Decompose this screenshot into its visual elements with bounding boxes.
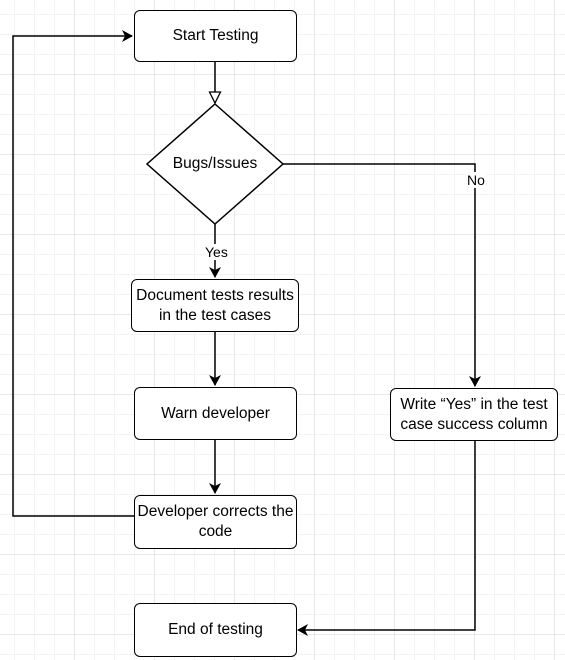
edge-label-yes: Yes xyxy=(204,244,229,260)
node-developer-corrects-label: Developer corrects the code xyxy=(137,503,294,540)
node-end-testing-label: End of testing xyxy=(168,621,263,638)
edge-corrects-to-start-loop xyxy=(12,30,134,517)
node-start-testing-label: Start Testing xyxy=(172,27,259,44)
node-document-results[interactable]: Document tests results in the test cases xyxy=(131,279,299,332)
edge-label-no: No xyxy=(466,172,486,188)
node-write-yes[interactable]: Write “Yes” in the test case success col… xyxy=(390,388,558,441)
node-end-testing[interactable]: End of testing xyxy=(134,603,297,657)
node-write-yes-label: Write “Yes” in the test case success col… xyxy=(400,395,548,433)
edge-write-yes-to-end xyxy=(297,441,476,636)
edge-decision-to-write-yes xyxy=(283,163,481,387)
node-warn-developer-label: Warn developer xyxy=(161,404,270,422)
node-bugs-issues-label: Bugs/Issues xyxy=(172,155,258,172)
node-start-testing[interactable]: Start Testing xyxy=(134,10,297,62)
node-developer-corrects[interactable]: Developer corrects the code xyxy=(134,495,297,549)
node-document-results-label: Document tests results in the test cases xyxy=(136,286,294,324)
node-warn-developer[interactable]: Warn developer xyxy=(134,387,297,440)
node-bugs-issues[interactable]: Bugs/Issues xyxy=(165,150,265,178)
